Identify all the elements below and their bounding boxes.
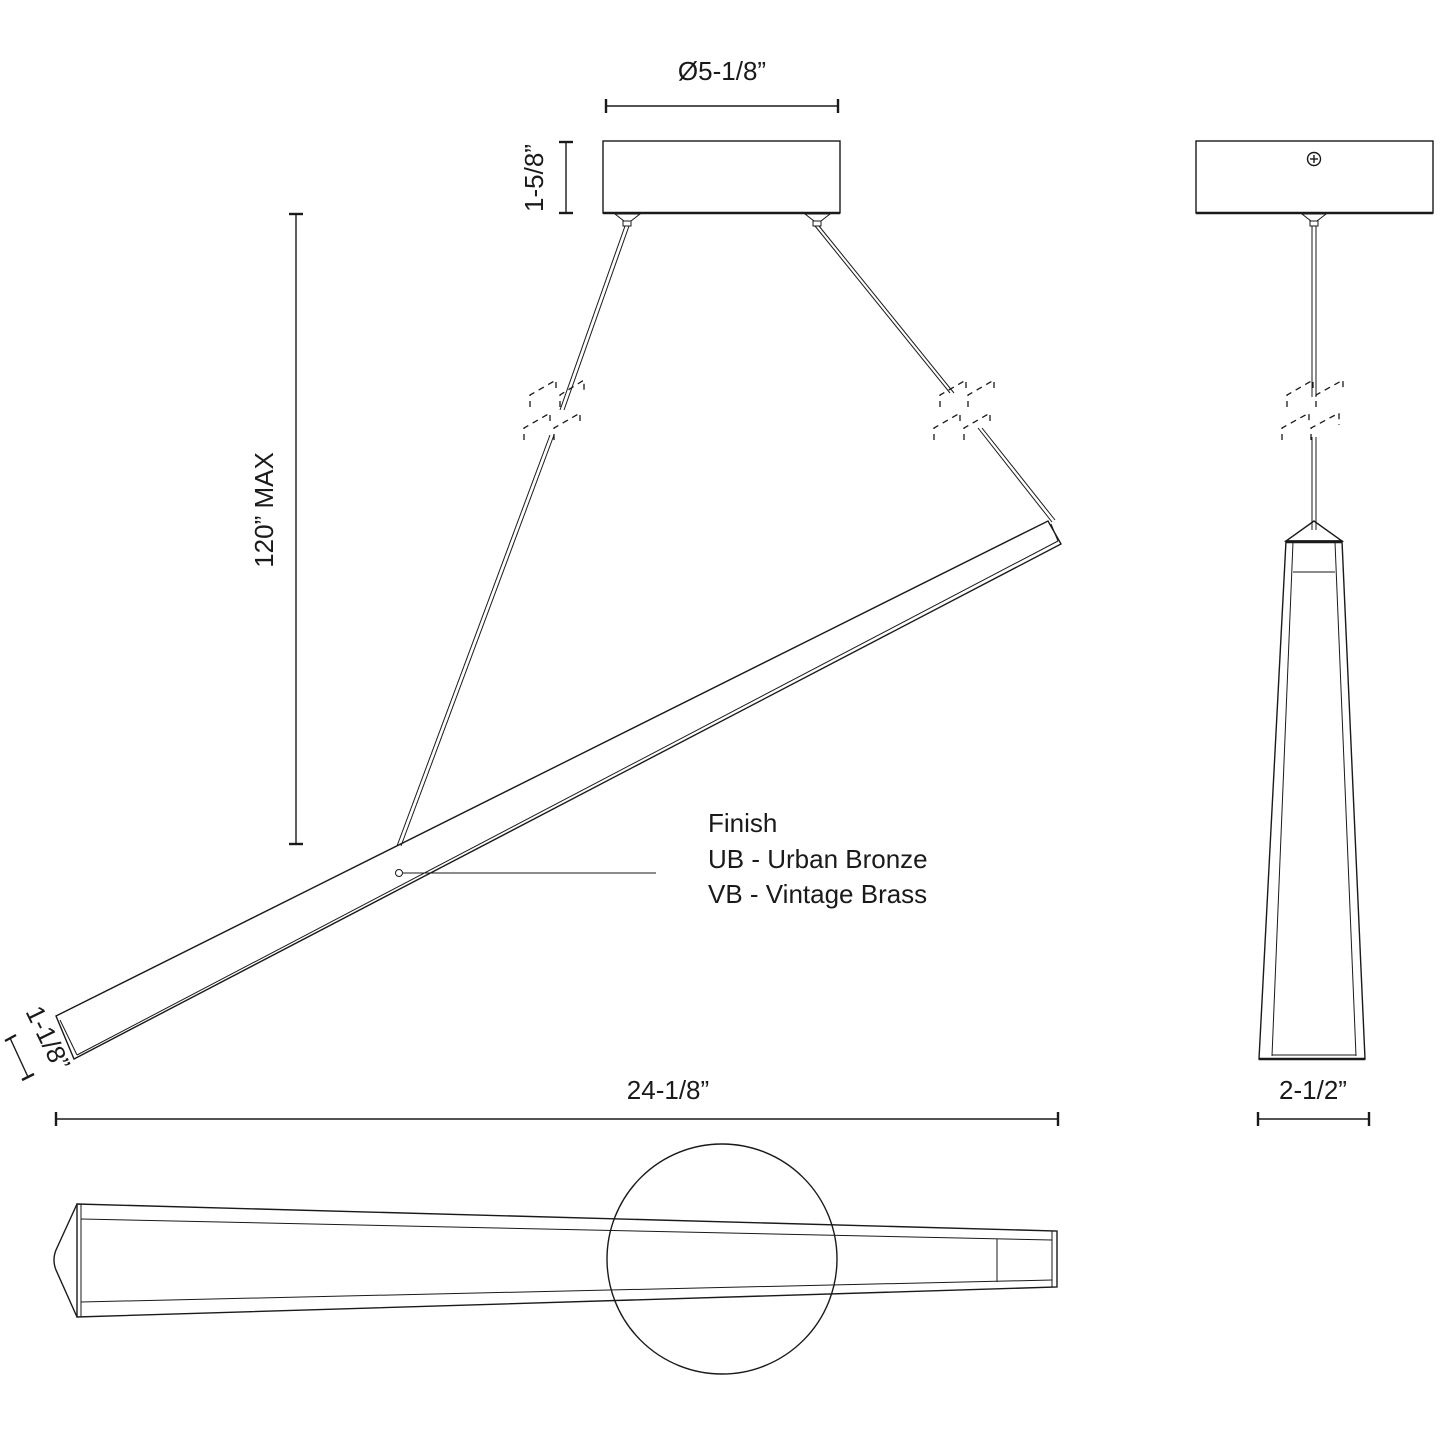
canopy-diameter-dimension: Ø5-1/8” xyxy=(604,56,840,113)
side-cable xyxy=(1281,226,1344,530)
finish-option-ub: UB - Urban Bronze xyxy=(708,844,928,874)
right-cable xyxy=(814,225,1056,523)
screw-icon xyxy=(1306,151,1322,167)
overall-length-dimension: 24-1/8” xyxy=(54,1075,1060,1126)
finish-option-vb: VB - Vintage Brass xyxy=(708,879,927,909)
canopy xyxy=(602,140,841,227)
finish-callout-dot xyxy=(395,869,403,877)
body-height-dimension: 1-1/8” xyxy=(4,1001,77,1082)
overall-length-label: 24-1/8” xyxy=(627,1075,709,1105)
top-view xyxy=(53,1143,1058,1375)
side-cable-break-symbol xyxy=(1281,378,1344,440)
canopy-height-label: 1-5/8” xyxy=(519,144,549,212)
overall-height-dimension: 120” MAX xyxy=(249,212,303,846)
canopy-height-dimension: 1-5/8” xyxy=(519,140,573,215)
linear-body xyxy=(55,520,1062,1060)
top-body xyxy=(53,1203,1058,1318)
canopy-diameter-label: Ø5-1/8” xyxy=(678,56,766,86)
body-height-label: 1-1/8” xyxy=(20,1001,77,1075)
side-body xyxy=(1258,520,1366,1061)
left-cable xyxy=(396,225,630,847)
front-view: Ø5-1/8” 1-5/8” 120” MAX xyxy=(4,56,1062,1126)
top-canopy xyxy=(606,1143,838,1375)
body-width-label: 2-1/2” xyxy=(1279,1075,1347,1105)
body-width-dimension: 2-1/2” xyxy=(1256,1075,1371,1126)
overall-height-label: 120” MAX xyxy=(249,452,279,568)
right-cable-break-symbol xyxy=(933,378,995,440)
side-canopy xyxy=(1195,140,1434,227)
side-view: 2-1/2” xyxy=(1195,140,1434,1126)
left-cable-break-symbol xyxy=(523,378,585,440)
finish-callout: Finish UB - Urban Bronze VB - Vintage Br… xyxy=(403,808,928,909)
finish-title: Finish xyxy=(708,808,777,838)
